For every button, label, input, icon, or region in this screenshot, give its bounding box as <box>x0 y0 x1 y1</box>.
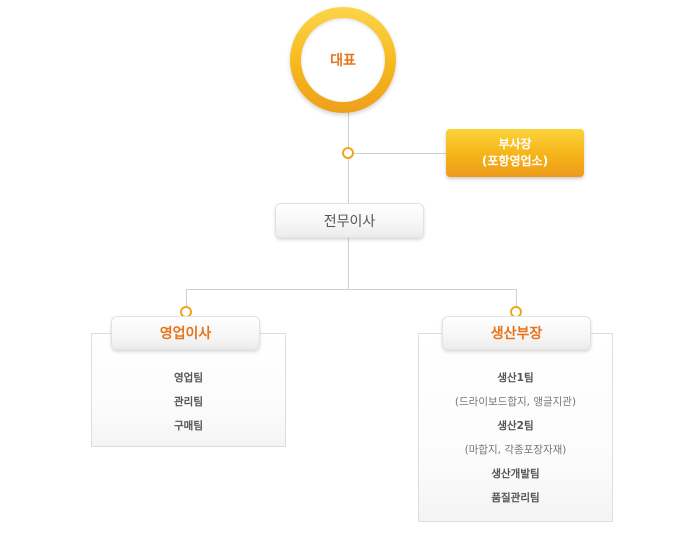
vice-president-node: 부사장 (포항영업소) <box>446 129 584 177</box>
connector-to-production <box>516 289 517 317</box>
sales-director-label: 영업이사 <box>159 326 212 342</box>
connector-dot-vice-president <box>342 147 354 159</box>
ceo-node-inner: 대표 <box>301 18 385 102</box>
ceo-node: 대표 <box>290 7 396 113</box>
connector-to-vice-president <box>348 153 446 154</box>
sales-director-node: 영업이사 <box>111 316 260 350</box>
connector-director-down <box>348 238 349 289</box>
connector-horizontal-branch <box>186 289 517 290</box>
vice-president-title: 부사장 <box>498 137 532 151</box>
team-production-2-note: (마합지, 각종포장자재) <box>464 444 567 456</box>
team-management: 관리팀 <box>174 396 203 408</box>
team-purchasing: 구매팀 <box>174 420 203 432</box>
sales-teams-panel: 영업팀 관리팀 구매팀 <box>91 333 286 447</box>
production-teams-panel: 생산1팀 (드라이보드합지, 앵글지관) 생산2팀 (마합지, 각종포장자재) … <box>418 333 613 522</box>
ceo-label: 대표 <box>330 53 356 69</box>
executive-director-node: 전무이사 <box>275 203 424 238</box>
connector-to-sales <box>186 289 187 317</box>
team-production-1: 생산1팀 <box>497 372 534 384</box>
production-manager-label: 생산부장 <box>490 326 543 342</box>
team-quality-control: 품질관리팀 <box>491 492 540 504</box>
executive-director-label: 전무이사 <box>323 213 376 230</box>
team-production-2: 생산2팀 <box>497 420 534 432</box>
vice-president-note: (포항영업소) <box>481 154 549 168</box>
team-production-development: 생산개발팀 <box>491 468 540 480</box>
team-sales: 영업팀 <box>174 372 203 384</box>
team-production-1-note: (드라이보드합지, 앵글지관) <box>454 396 577 408</box>
production-manager-node: 생산부장 <box>442 316 591 350</box>
